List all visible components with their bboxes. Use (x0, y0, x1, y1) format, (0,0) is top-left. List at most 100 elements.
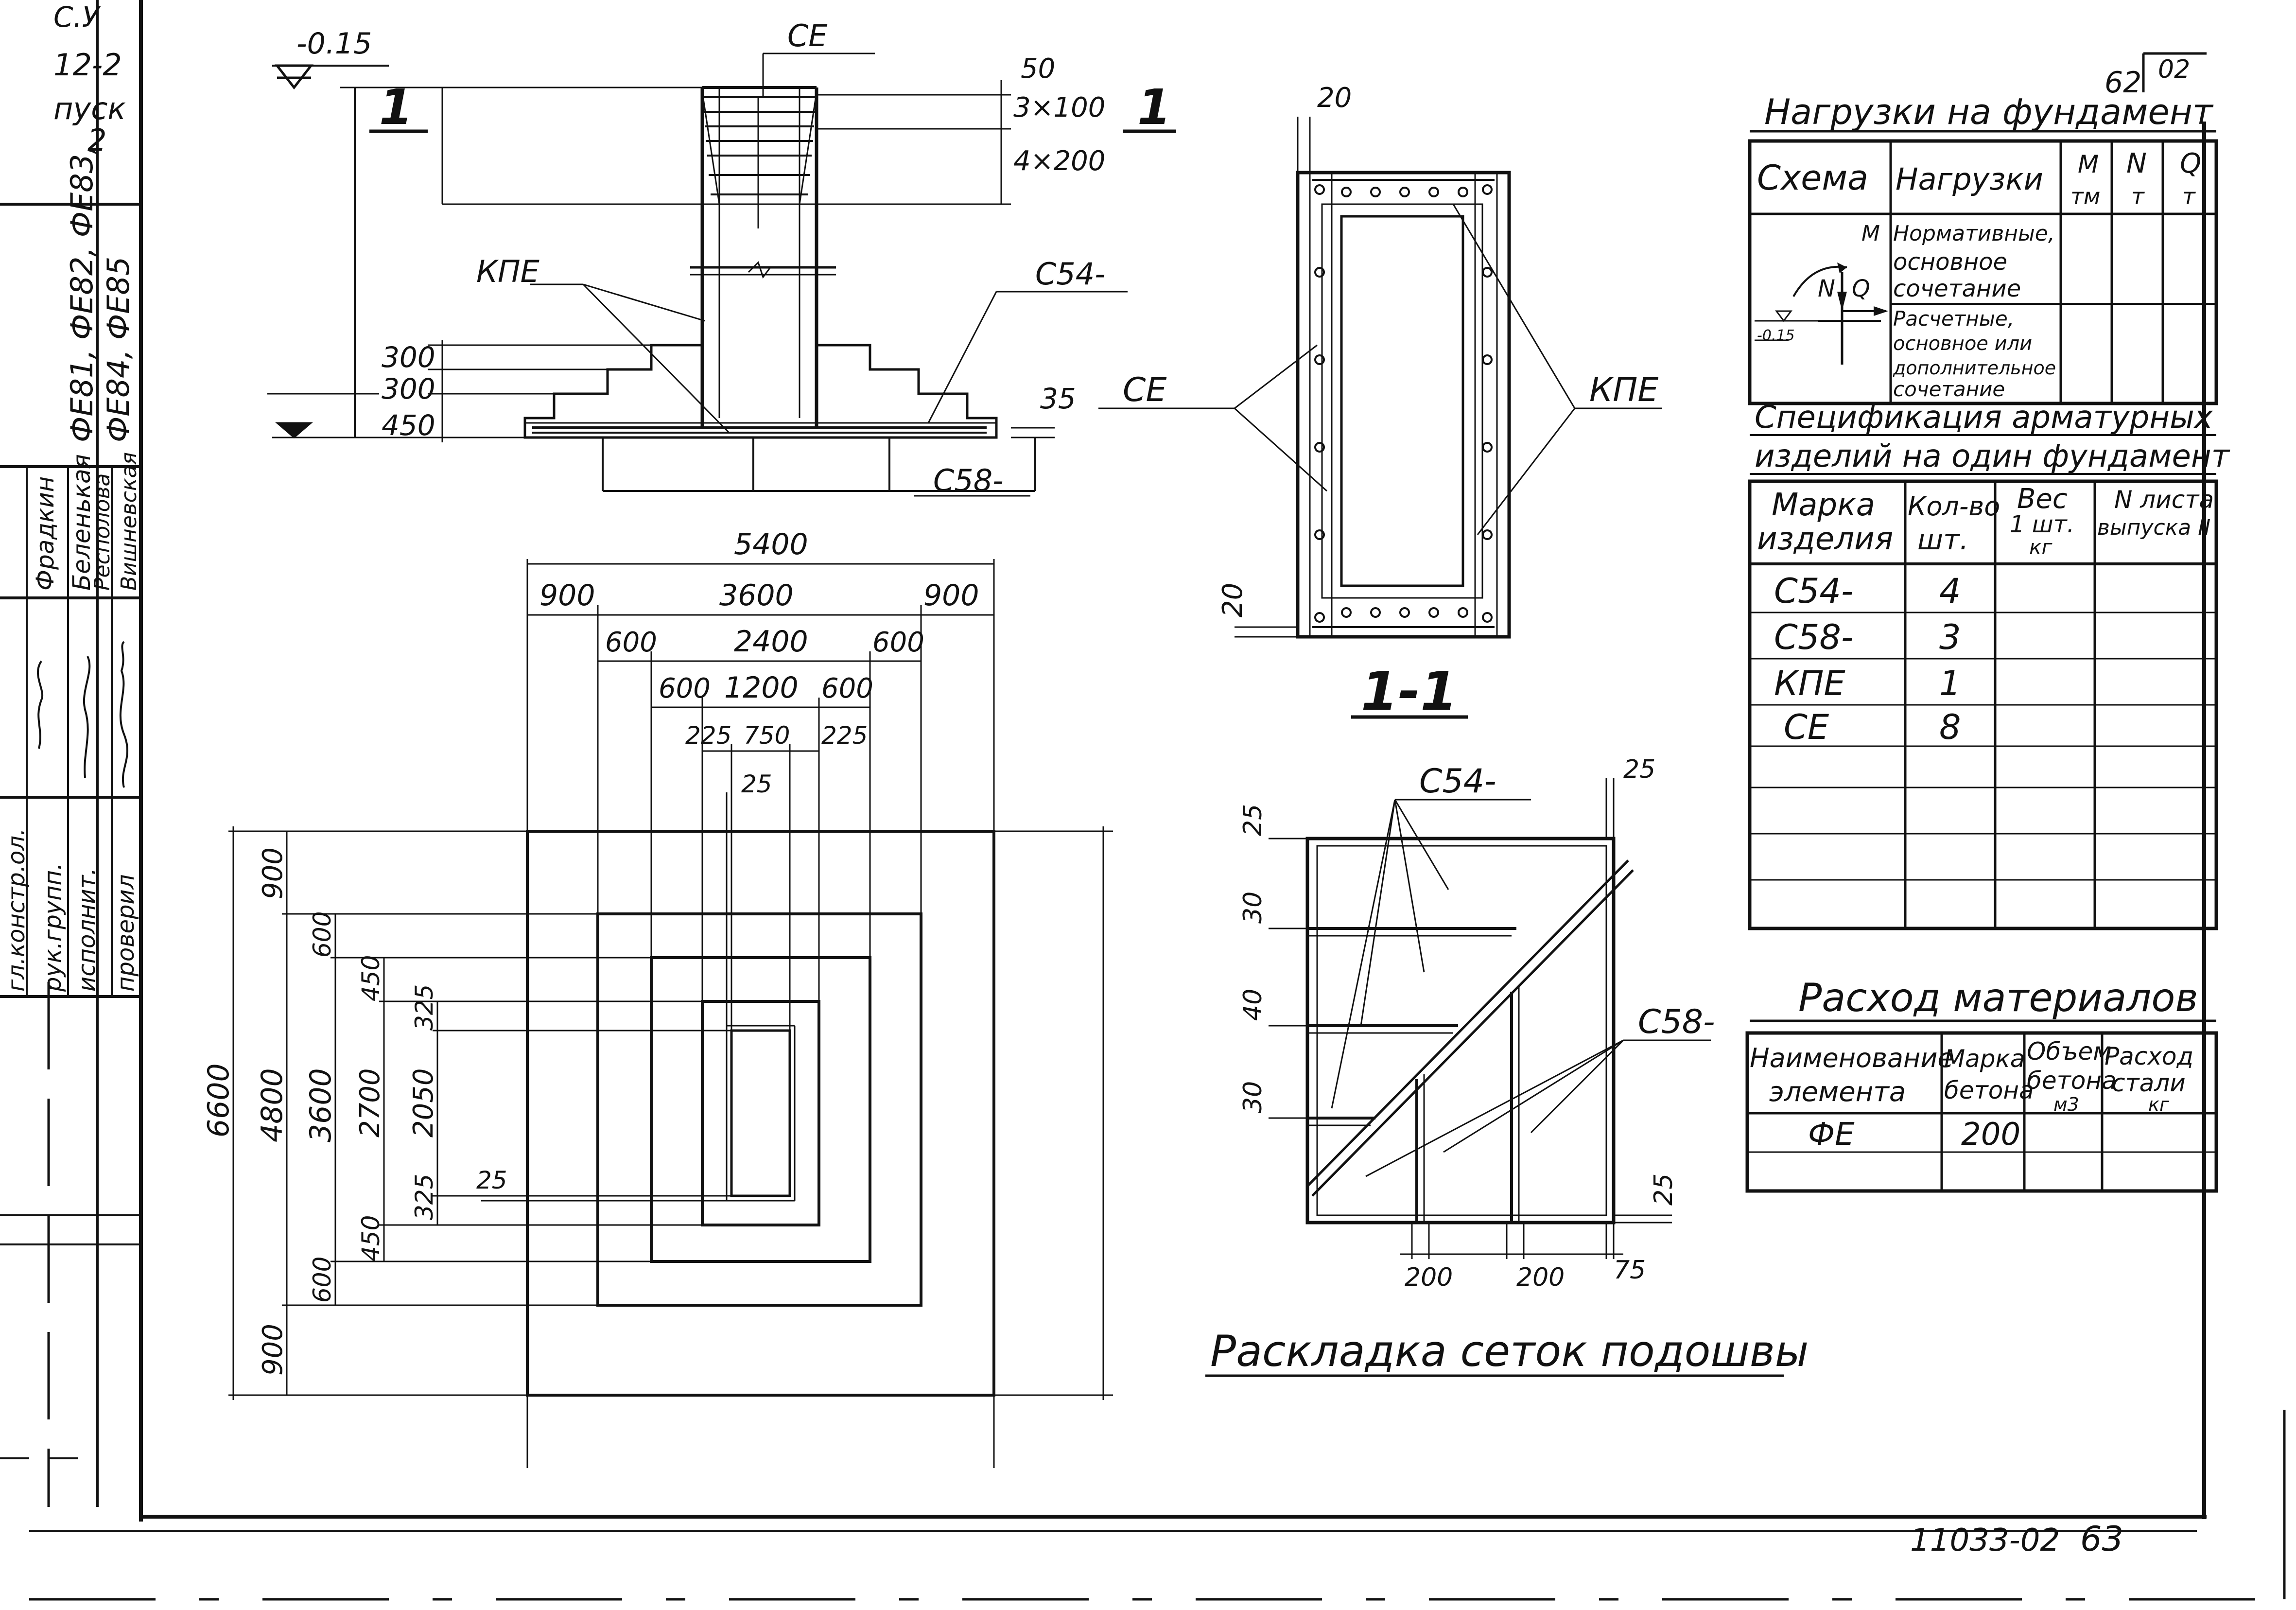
materials-h-steel-1: Расход (2105, 1042, 2193, 1070)
plan-h-col2-c: 900 (257, 1324, 289, 1376)
stamp-codes-1: ФЕ81, ФЕ82, ФЕ83, (64, 144, 100, 442)
spec-r4-mark: СЕ (1784, 707, 1829, 747)
sheet-mark-1: 62 (2105, 66, 2141, 100)
mesh-dim-left-2: 30 (1238, 892, 1268, 924)
stamp-signatures (36, 641, 129, 788)
loads-h-q: Q (2180, 148, 2201, 179)
loads-r2-l1: Расчетные, (1893, 307, 2014, 331)
spec-h-wt-3: кг (2029, 535, 2052, 559)
top-level-label: -0.15 (296, 27, 372, 61)
plan-w-row3-b: 2400 (734, 625, 808, 659)
stamp-role-4: проверил (112, 875, 139, 992)
plan-h-col2-b: 4800 (255, 1068, 289, 1142)
plan-w-row2-b: 3600 (719, 578, 794, 612)
spec-title-1: Спецификация арматурных (1755, 400, 2213, 436)
section-label-c58: С58- (933, 463, 1004, 498)
materials-h-steel-3: кг (2148, 1094, 2170, 1115)
step-dim-2: 300 (382, 372, 435, 405)
materials-r1-name: ФЕ (1808, 1117, 1855, 1153)
stamp-role-3: исполнит. (73, 868, 101, 992)
mesh-dim-bottom-1: 200 (1405, 1263, 1453, 1292)
section-dim-35: 35 (1040, 382, 1076, 415)
scheme-level: -0.15 (1757, 327, 1795, 344)
page-number: 63 (2080, 1519, 2123, 1559)
plan-w-row3-c: 600 (872, 627, 924, 658)
cut-label-left: 1 (379, 79, 413, 136)
cut-title: 1-1 (1361, 660, 1458, 722)
plan-w-row5-c: 225 (821, 721, 868, 750)
stamp-mark-3: пуск (53, 91, 126, 126)
materials-h-grade-2: бетона (1944, 1076, 2034, 1104)
spec-h-wt-2: 1 шт. (2010, 511, 2074, 538)
loads-title: Нагрузки на фундамент (1764, 91, 2214, 132)
foundation-plan: 5400 900 3600 900 600 2400 600 600 1200 … (202, 527, 1113, 1468)
plan-w-row2-c: 900 (923, 578, 979, 612)
mesh-dim-bottom-2: 200 (1516, 1263, 1565, 1292)
cut-label-right: 1 (1137, 79, 1171, 136)
mesh-dim-right: 25 (1649, 1173, 1678, 1206)
loads-r1-l3: сочетание (1893, 275, 2021, 302)
mesh-layout: С54- С58- 25 30 40 30 25 25 (1205, 755, 1809, 1377)
dim-4x200: 4×200 (1013, 145, 1105, 177)
mesh-label-c54: С54- (1419, 762, 1496, 801)
spec-r3-qty: 1 (1939, 664, 1961, 703)
materials-h-vol-3: м3 (2053, 1094, 2079, 1115)
stamp-name-4: Вишневская (117, 452, 141, 591)
spec-r1-qty: 4 (1939, 571, 1961, 611)
materials-h-vol-2: бетона (2027, 1067, 2117, 1095)
axis-label-ce: СЕ (787, 18, 828, 53)
stamp-mark-4: 2 (87, 122, 106, 158)
materials-title: Расход материалов (1798, 975, 2198, 1020)
mesh-label-c58: С58- (1638, 1003, 1715, 1041)
stamp-role-2: рук.групп. (39, 863, 67, 992)
plan-h-col5-c: 325 (410, 1174, 438, 1220)
spec-h-qty-2: шт. (1917, 523, 1968, 556)
loads-r2-l2: основное или (1893, 332, 2032, 355)
plan-dim-25-left: 25 (476, 1166, 507, 1194)
spec-h-sheet-2: выпуска II (2097, 515, 2210, 540)
mesh-dim-top-right: 25 (1623, 755, 1655, 784)
spec-r4-qty: 8 (1939, 707, 1961, 747)
plan-dim-25-top: 25 (741, 770, 772, 798)
cut-label-kpe: КПЕ (1589, 371, 1658, 409)
cut-label-ce: СЕ (1123, 371, 1166, 409)
level-marker-bottom (275, 422, 313, 438)
cut-dim-20-top: 20 (1317, 82, 1352, 114)
spec-h-wt-1: Вес (2017, 483, 2068, 515)
stamp-name-2: Беленькая (68, 454, 96, 591)
sheet-frame (29, 0, 2294, 1601)
spec-h-mark-2: изделия (1757, 521, 1893, 557)
scheme-q: Q (1852, 275, 1870, 302)
cut-dim-20-bottom: 20 (1217, 583, 1249, 617)
sheet-mark-2: 02 (2158, 55, 2190, 84)
mesh-dim-bottom-3: 75 (1614, 1256, 1646, 1285)
socket-rebars (702, 96, 817, 195)
loads-h-n-unit: т (2131, 183, 2145, 210)
load-scheme-figure: M N Q -0.15 (1755, 221, 1888, 365)
scheme-m: M (1861, 221, 1880, 246)
plan-h-total: 6600 (202, 1063, 236, 1138)
materials-h-grade-1: Марка (1944, 1045, 2025, 1073)
plan-h-col3-c: 600 (308, 1257, 336, 1303)
stamp-name-1: Фрадкин (31, 476, 59, 591)
materials-h-vol-1: Объем (2027, 1037, 2111, 1066)
plan-w-row2-a: 900 (539, 578, 595, 612)
plan-w-row5-b: 750 (744, 721, 790, 750)
plan-h-col4-c: 450 (357, 1215, 385, 1261)
plan-h-col5-a: 325 (410, 984, 438, 1031)
spec-h-qty-1: Кол-во (1908, 491, 2000, 522)
stamp-mark-2: 12-2 (53, 47, 122, 83)
loads-r1-l1: Нормативные, (1893, 221, 2055, 246)
loads-r2-l4: сочетание (1893, 377, 2005, 401)
spec-r2-qty: 3 (1939, 617, 1961, 657)
loads-h-m-unit: тм (2070, 183, 2101, 210)
plan-h-col4-b: 2700 (354, 1068, 386, 1138)
footer: 11033-02 63 (1910, 1519, 2123, 1559)
plan-w-row4-c: 600 (821, 673, 873, 704)
spec-h-sheet-1: N листа (2114, 486, 2214, 514)
loads-table: 62 02 Нагрузки на фундамент Схема Нагруз… (1748, 52, 2218, 405)
plan-h-col4-a: 450 (357, 955, 385, 1001)
materials-h-name-1: Наименование (1750, 1043, 1954, 1073)
